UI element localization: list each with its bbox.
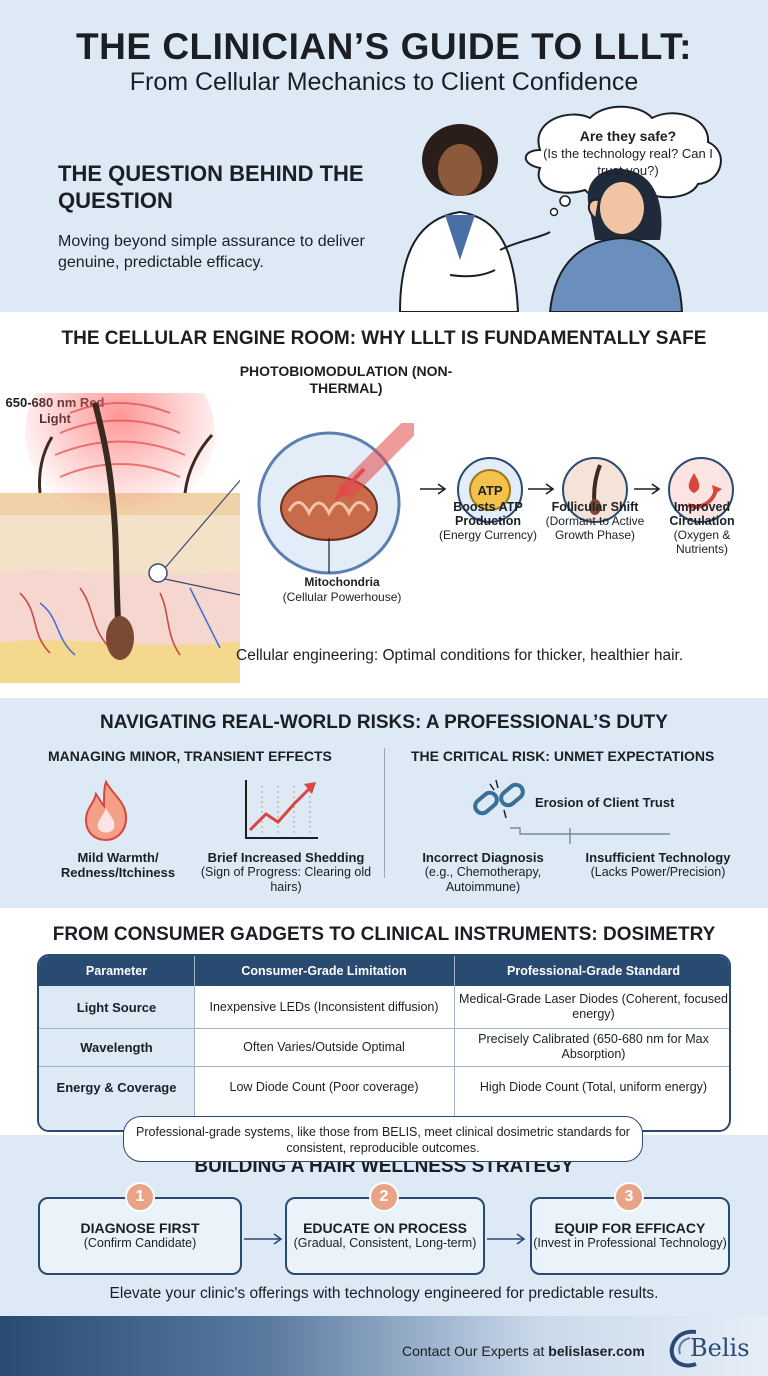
belis-logo-text: Belis [690,1334,750,1362]
arrow-right-icon [634,483,661,495]
bubble-subquestion: (Is the technology real? Can I trust you… [543,146,713,178]
warmth-desc: Redness/Itchiness [60,865,176,880]
dosimetry-section: FROM CONSUMER GADGETS TO CLINICAL INSTRU… [0,908,768,1162]
step-follicle-label: Follicular Shift (Dormant to Active Grow… [545,500,645,542]
diagnosis-desc: (e.g., Chemotherapy, Autoimmune) [424,865,542,894]
belis-logo-icon [669,1329,697,1368]
cellular-section: THE CELLULAR ENGINE ROOM: WHY LLLT IS FU… [0,313,768,698]
header-consumer: Consumer-Grade Limitation [241,963,407,978]
technology-desc: (Lacks Power/Precision) [590,865,726,879]
thought-bubble-icon [524,105,722,217]
contact-text: Contact Our Experts at belislaser.com [402,1343,645,1359]
risk-branch-lines [510,827,670,844]
strategy-step-title: DIAGNOSE FIRST [80,1220,200,1236]
technology-label: Insufficient Technology (Lacks Power/Pre… [568,850,748,880]
diagnosis-title: Incorrect Diagnosis [422,850,544,865]
contact-prefix: Contact Our Experts at [402,1343,549,1359]
step-atp-label: Boosts ATP Production (Energy Currency) [438,500,538,542]
strategy-caption: Elevate your clinic's offerings with tec… [109,1285,659,1302]
atp-icon-text: ATP [477,483,502,498]
cell-mitochondria-illustration [257,423,414,575]
table-row-param: Energy & Coverage [39,1066,194,1108]
arrow-right-icon [487,1233,526,1245]
diagnosis-label: Incorrect Diagnosis (e.g., Chemotherapy,… [410,850,556,895]
page-subtitle: From Cellular Mechanics to Client Confid… [129,68,639,96]
table-row-param: Wavelength [39,1028,194,1066]
table-header: Parameter Consumer-Grade Limitation Prof… [39,956,729,986]
hair-follicle-icon [562,457,628,523]
question-heading: THE QUESTION BEHIND THE QUESTION [58,161,364,213]
step-atp-title: Boosts ATP Production [453,500,523,528]
question-text: Moving beyond simple assurance to delive… [58,233,365,271]
increase-chart-icon [245,780,318,839]
table-row-consumer: Low Diode Count (Poor coverage) [229,1079,419,1094]
clinician-client-illustration [398,105,722,312]
risks-section: NAVIGATING REAL-WORLD RISKS: A PROFESSIO… [0,698,768,908]
dosimetry-table: Parameter Consumer-Grade Limitation Prof… [37,954,731,1132]
step-number-badge: 2 [369,1182,399,1212]
grid-line [39,1066,729,1067]
skin-cross-section-illustration [0,393,240,683]
mitochondria-label: Mitochondria (Cellular Powerhouse) [262,575,422,605]
section-divider [384,748,385,878]
warmth-title: Mild Warmth/ [77,850,159,865]
step-number-badge: 1 [125,1182,155,1212]
shedding-title: Brief Increased Shedding [207,850,365,865]
minor-effects-heading: MANAGING MINOR, TRANSIENT EFFECTS [48,748,332,764]
step-number-badge: 3 [614,1182,644,1212]
flame-icon [84,779,128,842]
step-follicle-desc: (Dormant to Active Growth Phase) [545,514,645,542]
shedding-desc: (Sign of Progress: Clearing old hairs) [200,865,372,894]
table-row-pro: High Diode Count (Total, uniform energy) [479,1079,708,1094]
contact-website-link[interactable]: belislaser.com [548,1343,645,1359]
warmth-label: Mild Warmth/ Redness/Itchiness [48,850,188,880]
step-follicle-title: Follicular Shift [551,500,639,514]
shedding-label: Brief Increased Shedding (Sign of Progre… [196,850,376,895]
strategy-step-desc: (Invest in Professional Technology) [533,1236,727,1250]
footer: Contact Our Experts at belislaser.com Be… [0,1316,768,1376]
technology-title: Insufficient Technology [585,850,731,865]
cellular-caption: Cellular engineering: Optimal conditions… [236,647,684,664]
header-parameter: Parameter [85,963,148,978]
page-title: THE CLINICIAN’S GUIDE TO LLLT: [76,26,692,67]
table-row-pro: Medical-Grade Laser Diodes (Coherent, fo… [459,992,728,1021]
clinician-figure-icon [398,124,551,312]
strategy-step-desc: (Confirm Candidate) [83,1236,197,1250]
arrow-right-icon [420,483,447,495]
step-atp-desc: (Energy Currency) [438,528,538,542]
mitochondria-title: Mitochondria [304,575,380,589]
broken-chain-icon [473,779,525,819]
grid-line [454,956,455,1130]
trust-erosion-label: Erosion of Client Trust [535,795,675,810]
photobiomodulation-label: PHOTOBIOMODULATION (NON-THERMAL) [239,363,453,396]
arrow-right-icon [528,483,555,495]
critical-risk-heading: THE CRITICAL RISK: UNMET EXPECTATIONS [411,748,715,764]
bubble-question: Are they safe? [579,128,677,144]
table-row-consumer: Often Varies/Outside Optimal [243,1039,405,1054]
arrow-right-icon [244,1233,283,1245]
circulation-drop-icon [668,457,734,523]
dosimetry-heading: FROM CONSUMER GADGETS TO CLINICAL INSTRU… [52,924,716,945]
step-circulation-title: Improved Circulation [669,500,735,528]
grid-line [194,956,195,1130]
thought-bubble-text: Are they safe? (Is the technology real? … [538,128,718,179]
table-row-param: Light Source [39,986,194,1028]
atp-gear-icon: ATP [457,457,523,523]
header-professional: Professional-Grade Standard [507,963,680,978]
step-circulation-desc: (Oxygen & Nutrients) [673,528,731,556]
hero-section: THE CLINICIAN’S GUIDE TO LLLT: From Cell… [0,0,768,312]
mitochondria-subtitle: (Cellular Powerhouse) [282,590,402,604]
step-circulation-label: Improved Circulation (Oxygen & Nutrients… [652,500,752,556]
risks-heading: NAVIGATING REAL-WORLD RISKS: A PROFESSIO… [100,712,668,733]
cellular-heading: THE CELLULAR ENGINE ROOM: WHY LLLT IS FU… [61,328,707,349]
table-row-consumer: Inexpensive LEDs (Inconsistent diffusion… [209,999,439,1014]
strategy-step-desc: (Gradual, Consistent, Long-term) [293,1236,477,1250]
grid-line [39,1028,729,1029]
strategy-step-title: EQUIP FOR EFFICACY [554,1220,706,1236]
strategy-section: BUILDING A HAIR WELLNESS STRATEGY 1 DIAG… [0,1135,768,1316]
strategy-step-title: EDUCATE ON PROCESS [303,1220,467,1236]
table-row-pro: Precisely Calibrated (650-680 nm for Max… [478,1032,709,1061]
professional-note: Professional-grade systems, like those f… [123,1116,643,1162]
client-figure-icon [548,168,684,312]
